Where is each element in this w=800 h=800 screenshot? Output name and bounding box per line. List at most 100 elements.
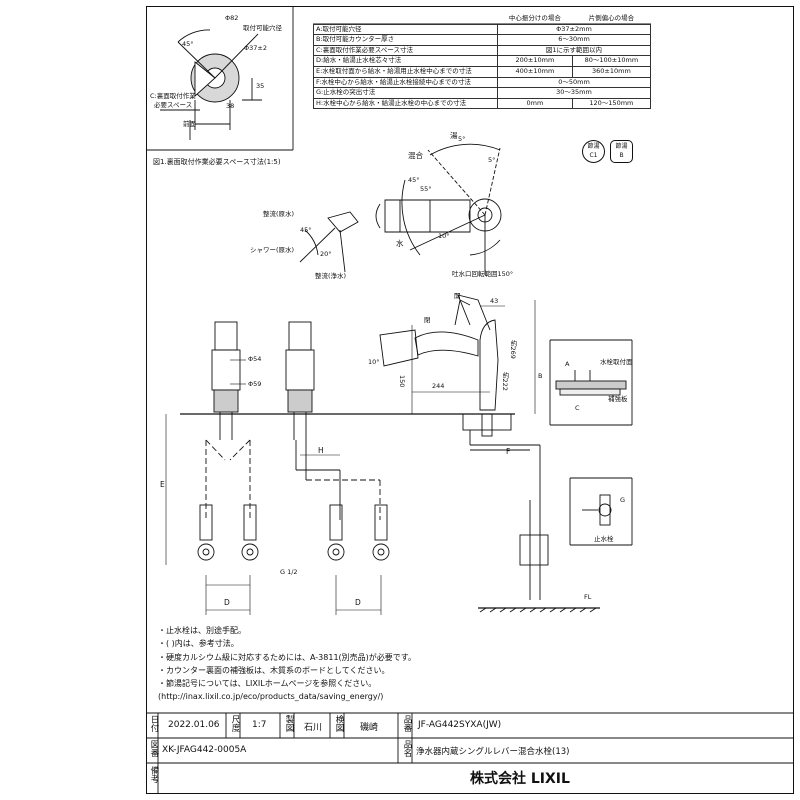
tb-scale: 1:7: [252, 720, 267, 730]
label-shower-original: シャワー(原水): [250, 246, 295, 254]
spec-row-value: 30～35mm: [497, 87, 651, 99]
spec-row-label: F:水栓中心から給水・給湯止水栓接続中心までの寸法: [313, 76, 498, 89]
spec-row-value: Φ37±2mm: [497, 23, 651, 36]
counter-detail: [549, 339, 633, 426]
label-angle-10: 10°: [438, 232, 450, 240]
label-water: 水: [396, 239, 404, 248]
label-dim-43: 43: [490, 297, 499, 305]
label-angle-45: 45°: [408, 176, 420, 184]
spec-row: E:水栓取付面から給水・給湯用止水栓中心までの寸法 400±10mm 360±1…: [313, 65, 652, 78]
spec-row-label: D:給水・給湯止水栓芯々寸法: [313, 55, 498, 67]
label-h: H: [318, 446, 324, 455]
spec-row-label: B:取付可能カウンター厚さ: [313, 34, 498, 46]
badge-top: 節湯: [587, 143, 600, 150]
label-mounting-face: 水栓取付面: [600, 358, 633, 366]
label-hot: 湯: [450, 131, 458, 140]
note-item: ・節湯記号については、LIXILホームページを参照ください。: [158, 679, 377, 689]
notes-list: ・止水栓は、別途手配。 ・( )内は、参考寸法。 ・硬度カルシウム級に対応するた…: [158, 624, 416, 704]
label-g: G: [620, 496, 626, 504]
label-e: E: [160, 480, 165, 489]
note-item: ・硬度カルシウム級に対応するためには、A-3811(別売品)が必要です。: [158, 652, 416, 662]
spec-row-label: G:止水栓の突出寸法: [313, 87, 498, 99]
label-angle-5b: 5°: [488, 156, 496, 164]
tb-drawn-label: 製図: [284, 715, 294, 732]
label-open: 開: [454, 292, 461, 300]
spec-row: F:水栓中心から給水・給湯止水栓接続中心までの寸法 0～50mm: [313, 76, 651, 89]
drawing-sheet: [146, 6, 794, 794]
spec-table: 中心振分けの場合 片側偏心の場合 A:取付可能穴径 Φ37±2mm B:取付可能…: [313, 14, 652, 110]
figure1-dim-35: 35: [256, 82, 265, 90]
spec-row-center: 0mm: [497, 97, 573, 110]
label-reinforce: 補強板: [608, 395, 628, 403]
spec-row: A:取付可能穴径 Φ37±2mm: [313, 23, 651, 36]
badge-bottom: C1: [589, 152, 598, 159]
tb-drawing-no: XK-JFAG442-0005A: [162, 745, 247, 755]
label-angle-55: 55°: [420, 185, 432, 193]
figure1-d-inner: Φ37±2: [244, 44, 267, 52]
spec-row-value: 6～30mm: [497, 34, 651, 46]
note-item: ・止水栓は、別途手配。: [158, 626, 246, 635]
figure1-dim-38: 38: [226, 102, 235, 110]
dimension-lines: [165, 300, 536, 615]
spec-row-offset: 80～100±10mm: [571, 55, 652, 67]
label-phi59: Φ59: [248, 380, 262, 388]
tb-date: 2022.01.06: [168, 720, 220, 730]
label-rectified-original: 整流(原水): [263, 210, 295, 218]
label-dim-150: 150: [398, 375, 406, 388]
spec-row-value: 0～50mm: [497, 76, 651, 89]
supply-hoses-right: [295, 440, 381, 520]
stop-valves-left: [197, 504, 259, 561]
spec-header-offset: 片側偏心の場合: [572, 14, 651, 25]
spec-row: D:給水・給湯止水栓芯々寸法 200±10mm 80～100±10mm: [313, 55, 652, 67]
spec-row: H:水栓中心から給水・給湯止水栓の中心までの寸法 0mm 120～150mm: [313, 97, 652, 110]
spec-row-offset: 360±10mm: [571, 65, 652, 78]
label-counter-c: C: [575, 404, 580, 412]
spec-row-label: E:水栓取付面から給水・給湯用止水栓中心までの寸法: [313, 65, 498, 78]
label-closed: 閉: [424, 316, 431, 324]
figure1-hole-drawing: [160, 29, 262, 140]
spec-row-offset: 120～150mm: [571, 97, 652, 110]
label-d-right: D: [355, 598, 361, 607]
label-mix: 混合: [408, 151, 423, 160]
tb-scale-label: 尺度: [230, 715, 240, 732]
note-item: (http://inax.lixil.co.jp/eco/products_da…: [158, 692, 384, 702]
label-stop-valve: 止水栓: [594, 535, 614, 543]
label-dim-244: 244: [432, 382, 445, 390]
tb-drawing-no-label: 図番: [149, 740, 159, 757]
figure1-front: 前面: [183, 120, 196, 128]
spec-row-value: 図1に示す範囲以内: [497, 44, 651, 57]
spec-row: B:取付可能カウンター厚さ 6～30mm: [313, 34, 651, 46]
valve-body-left-2: [285, 321, 315, 440]
figure1-angle: 45°: [182, 40, 194, 48]
tb-product-name-label: 品名: [402, 740, 412, 757]
spray-head-view: [299, 211, 359, 273]
spec-row: G:止水栓の突出寸法 30～35mm: [313, 87, 651, 99]
label-dim-269: 約269: [509, 340, 517, 359]
note-item: ・カウンター裏面の補強板は、木質系のボードとしてください。: [158, 665, 390, 675]
figure1-space-label-2: 必要スペース: [154, 101, 193, 109]
spec-row-label: A:取付可能穴径: [313, 23, 498, 36]
supply-hoses-left: [205, 439, 251, 520]
label-angle-5a: 5°: [458, 135, 466, 143]
tb-remarks-label: 備考: [149, 766, 159, 783]
label-fl: FL: [584, 593, 592, 601]
stop-valve-detail: [569, 477, 633, 546]
label-angle-10-main: 10°: [368, 358, 380, 366]
label-dim-222: 約222: [501, 372, 509, 391]
spec-header-center: 中心振分けの場合: [497, 14, 573, 25]
label-head-angle-45: 45°: [300, 226, 312, 234]
label-head-angle-20: 20°: [320, 250, 332, 258]
lever-top-view: [375, 143, 502, 275]
label-d-left: D: [224, 598, 230, 607]
company-logo: 株式会社 LIXIL: [470, 771, 570, 787]
spec-row-label: C:裏面取付作業必要スペース寸法: [313, 44, 498, 57]
tb-date-label: 日付: [149, 715, 159, 732]
faucet-side-view: [379, 294, 512, 437]
label-counter-b: B: [538, 372, 543, 380]
badge-bottom: B: [619, 152, 624, 159]
tb-drawn: 石川: [304, 723, 323, 733]
label-spout-range: 吐水口回転範囲150°: [452, 270, 514, 278]
title-block-grid: [146, 712, 794, 794]
label-rectified-purified: 整流(浄水): [315, 272, 347, 280]
